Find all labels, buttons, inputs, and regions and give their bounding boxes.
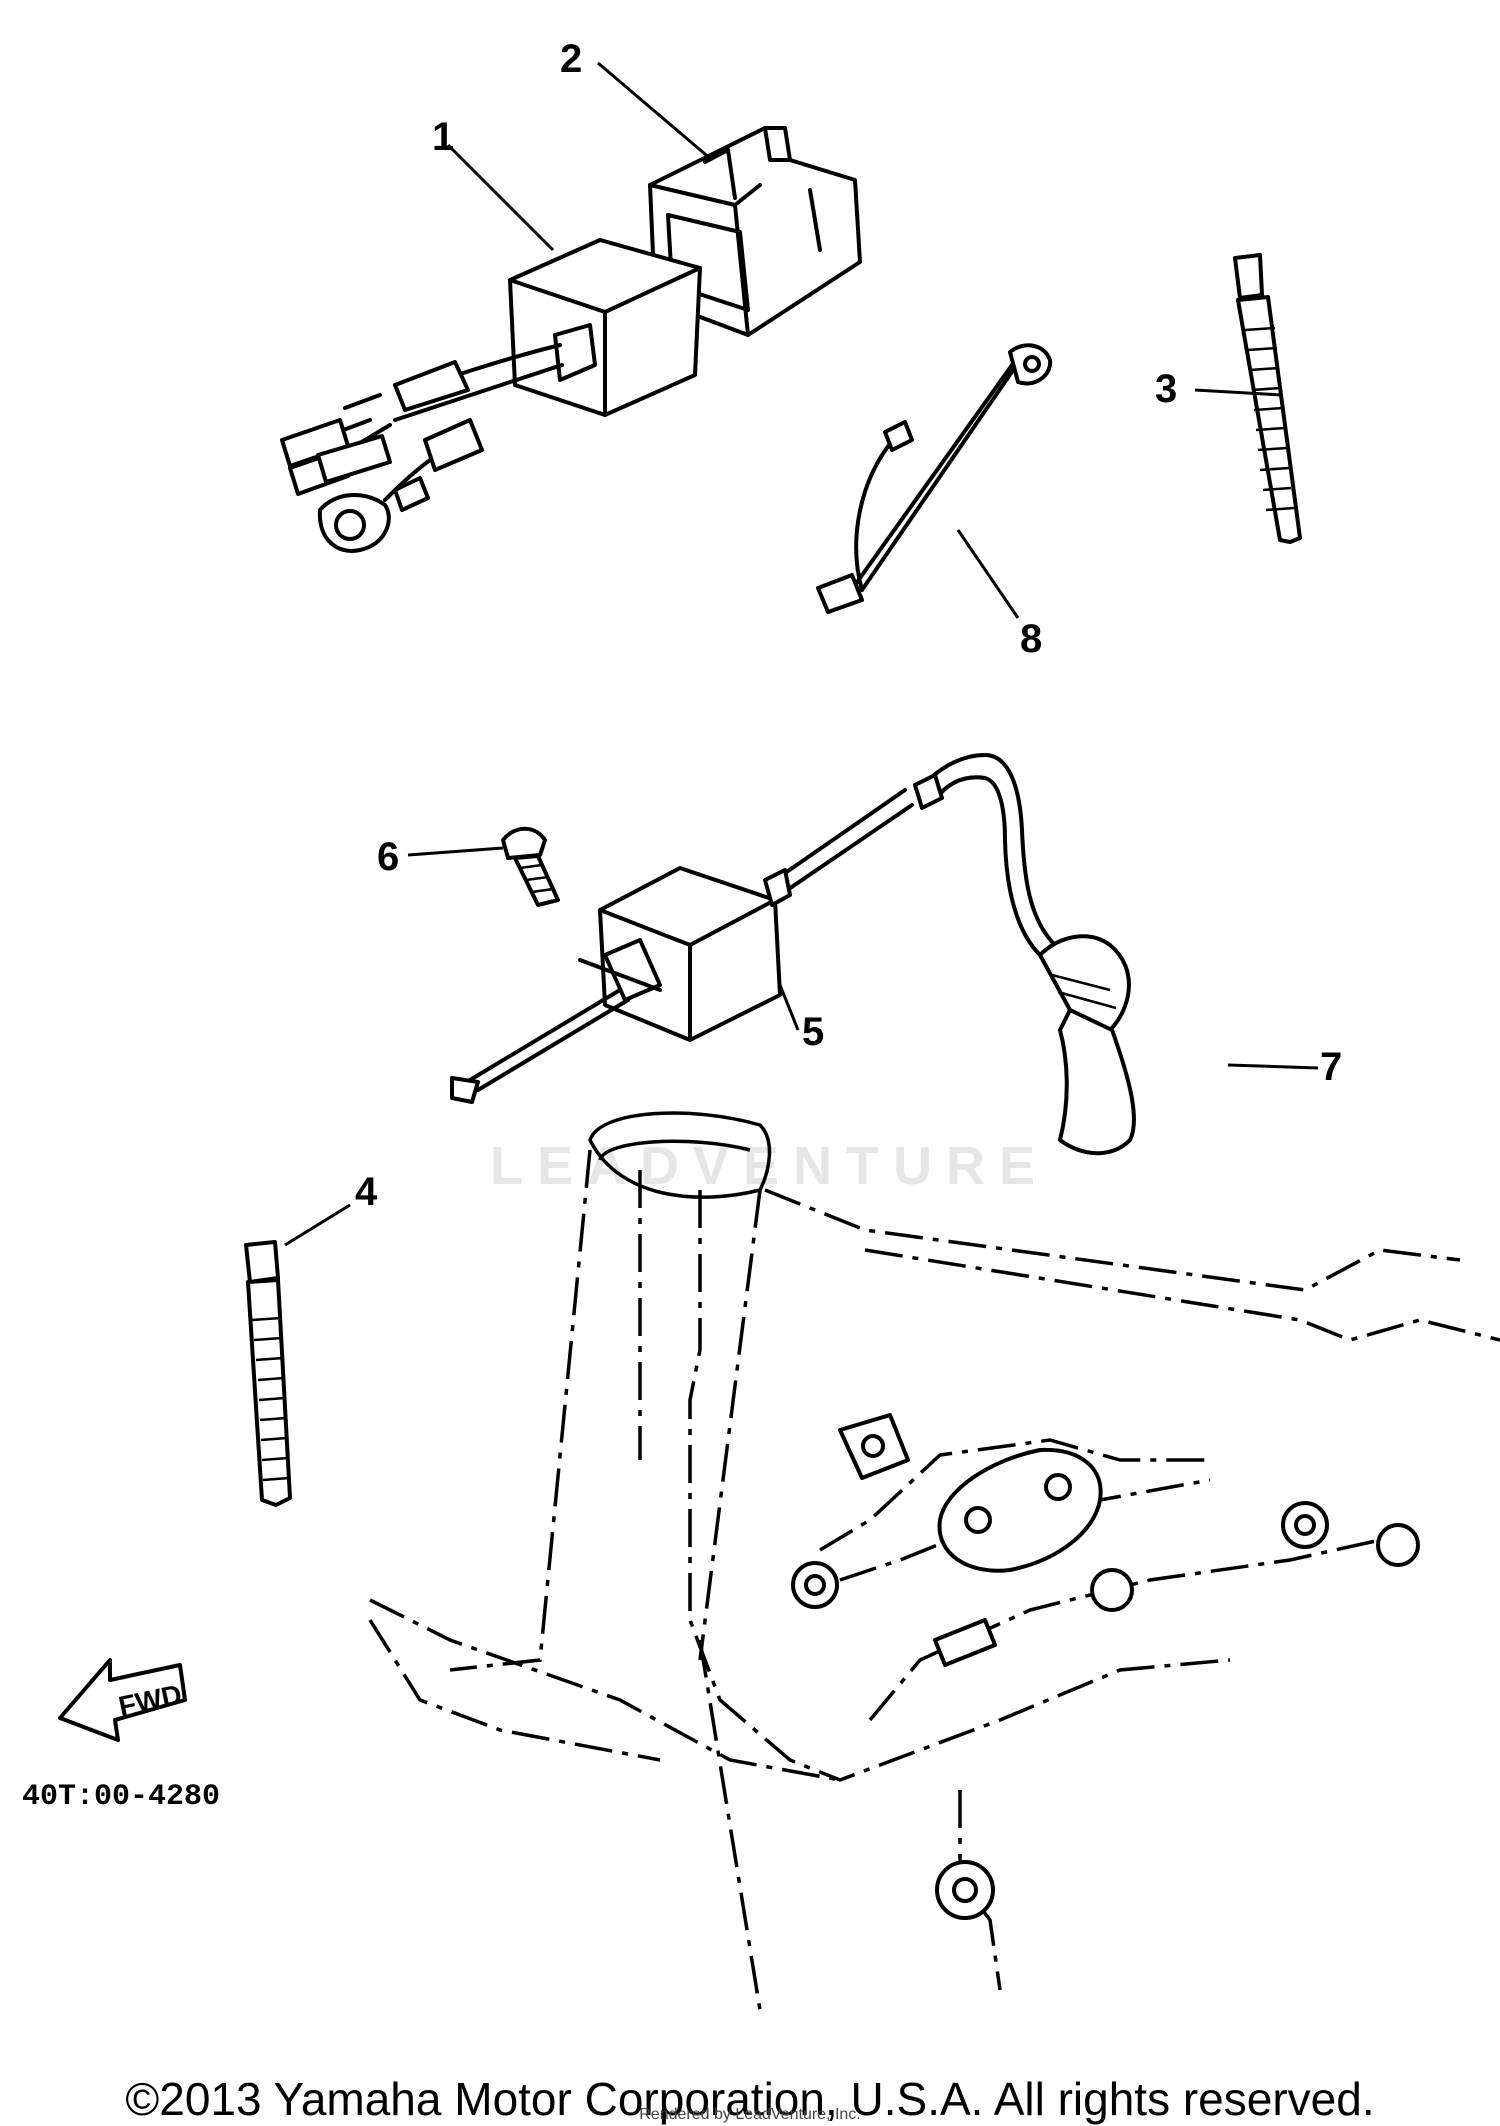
rendered-by-notice: Rendered by LeadVenture, Inc. [639,2106,861,2123]
frame-details [791,1413,1420,1920]
callout-3: 3 [1155,367,1177,411]
callout-8: 8 [1020,617,1042,661]
part-6-screw [501,826,560,907]
diagram-code: 40T:00-4280 [22,1780,221,1814]
callout-5: 5 [802,1010,824,1054]
part-3-cable-band [1233,253,1302,544]
frame-outline [368,1111,1500,2011]
callout-7: 7 [1320,1045,1342,1089]
part-8-lead-wire [816,343,1053,614]
part-7-plug-cap [1038,934,1136,1156]
copyright-notice: ©2013 Yamaha Motor Corporation, U.S.A. A… [125,2073,1375,2125]
fwd-direction-marker: FWD [58,1658,187,1742]
leader-lines [284,61,1319,1247]
callout-2: 2 [560,37,582,81]
callout-6: 6 [377,835,399,879]
part-4-cable-band [244,1240,292,1507]
part-1-cdi-unit [280,238,702,553]
callout-1: 1 [432,115,454,159]
callout-4: 4 [355,1170,378,1214]
part-5-ignition-coil [450,753,1057,1104]
